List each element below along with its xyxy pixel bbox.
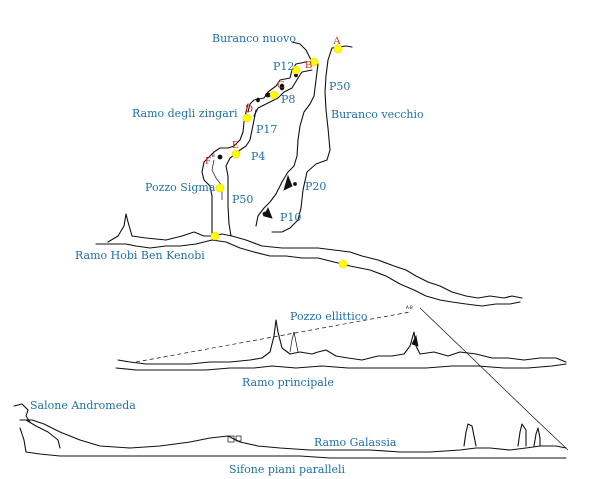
label-ramo-hobi: Ramo Hobi Ben Kenobi — [75, 249, 205, 262]
letter-c: C — [277, 79, 284, 91]
sifone-box-2 — [235, 435, 242, 442]
pozzo-sigma-left-wall — [201, 161, 213, 239]
label-p17: P17 — [256, 123, 277, 136]
upper-connection-inner-wall — [253, 69, 313, 117]
ramo-zingari-right-wall — [225, 109, 257, 237]
letter-f: F — [205, 155, 211, 167]
salone-andromeda-roof — [13, 403, 31, 423]
label-ramo-principale: Ramo principale — [242, 376, 334, 389]
vertical-shaft-3 — [533, 427, 541, 447]
label-pozzo-sigma: Pozzo Sigma — [145, 181, 216, 194]
rock-blob-3 — [217, 154, 223, 160]
marker-hobi — [210, 231, 220, 241]
hobi-gallery-floor — [95, 239, 521, 307]
label-p4: P4 — [251, 150, 265, 163]
salone-andromeda-chamber — [25, 419, 61, 449]
p20-formation — [283, 174, 293, 191]
marker-e — [231, 149, 241, 159]
ramo-galassia-floor — [19, 427, 567, 459]
letter-b-small: B — [212, 153, 215, 158]
marker-c — [269, 90, 279, 100]
marker-sigma — [215, 183, 225, 193]
buranco-vecchio-shaft-left-wall — [255, 63, 319, 227]
label-p8: P8 — [281, 93, 295, 106]
label-sifone: Sifone piani paralleli — [229, 463, 346, 476]
vertical-shaft-1 — [463, 423, 477, 447]
label-p20: P20 — [305, 180, 326, 193]
marker-p12 — [291, 65, 301, 75]
label-ab-mark: A-B — [406, 305, 413, 310]
letter-e: E — [232, 139, 239, 151]
label-buranco-nuovo: Buranco nuovo — [212, 32, 296, 45]
pozzo-sigma-inner-wall — [211, 159, 223, 200]
marker-gallery — [338, 259, 348, 269]
letter-a: A — [333, 35, 341, 47]
label-pozzo-ellittico: Pozzo ellittico — [290, 310, 368, 323]
connection-dashed-line — [135, 311, 411, 363]
marker-a — [333, 44, 343, 54]
rock-blob-4 — [293, 182, 297, 186]
letter-b: B — [305, 59, 312, 71]
sifone-box-1 — [227, 435, 235, 443]
label-p12: P12 — [273, 60, 294, 73]
upper-cave-section — [201, 41, 353, 239]
letter-d: D — [245, 103, 253, 115]
label-p10: P10 — [280, 211, 301, 224]
ramo-galassia-ceiling — [19, 419, 567, 453]
marker-b — [309, 57, 319, 67]
label-salone-andromeda: Salone Andromeda — [30, 399, 136, 412]
diagonal-line-to-lower — [419, 307, 569, 451]
survey-letters: A B C D E F B — [205, 35, 341, 167]
ramo-galassia-section — [13, 403, 567, 459]
hobi-gallery — [95, 213, 523, 307]
survey-markers — [210, 44, 348, 269]
hobi-gallery-ceiling — [107, 213, 523, 299]
rock-blob-1 — [279, 83, 285, 91]
survey-labels: Buranco nuovo P12 P50 P8 Ramo degli zing… — [30, 32, 424, 476]
rock-blob-6 — [256, 97, 260, 103]
ramo-principale-section — [115, 307, 569, 451]
marker-d — [242, 113, 252, 123]
p10-formation — [263, 207, 273, 219]
label-ramo-zingari: Ramo degli zingari — [132, 107, 238, 120]
label-p50-mid: P50 — [232, 193, 253, 206]
buranco-vecchio-shaft-right-wall — [271, 47, 333, 233]
pozzo-ellittico-shaft — [289, 331, 299, 353]
ramo-principale-boulder — [411, 334, 419, 347]
label-ramo-galassia: Ramo Galassia — [314, 436, 397, 449]
ramo-principale-floor — [115, 363, 567, 371]
label-p50-top: P50 — [329, 80, 350, 93]
label-buranco-vecchio: Buranco vecchio — [331, 108, 424, 121]
ramo-principale-ceiling — [117, 319, 567, 365]
vertical-shaft-2 — [517, 423, 527, 447]
